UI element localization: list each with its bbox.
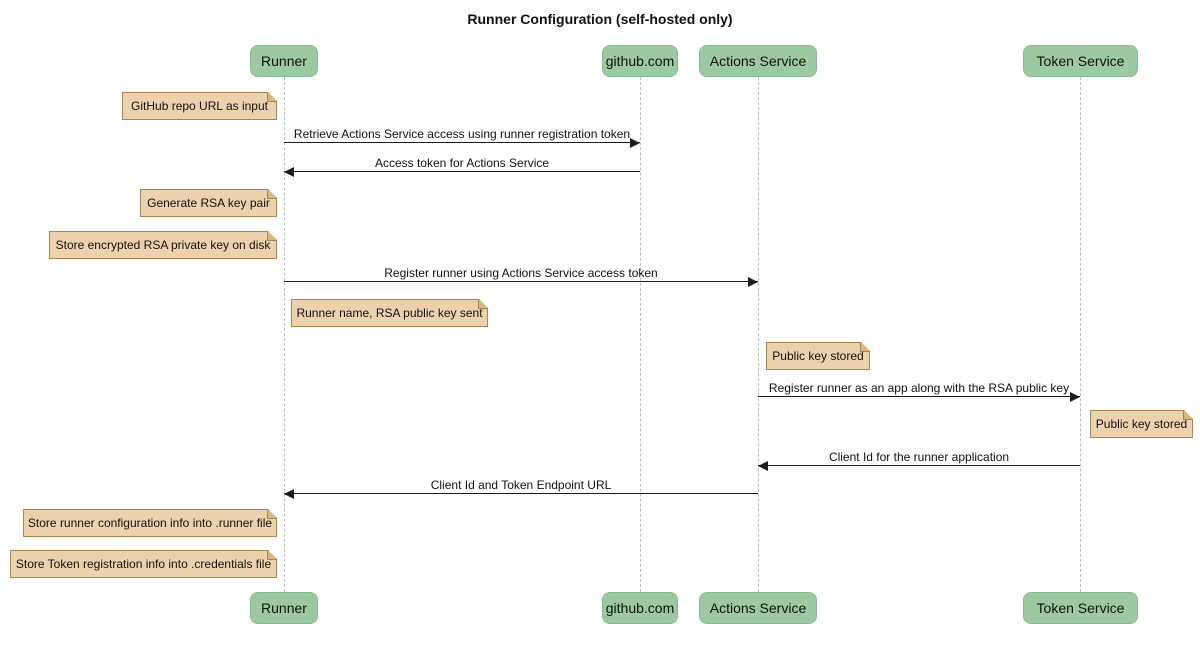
lifeline-runner [284,77,285,592]
message-line [284,281,758,282]
message-client-id: Client Id for the runner application [758,449,1080,471]
note-store-runner-file: Store runner configuration info into .ru… [23,509,277,537]
diagram-title: Runner Configuration (self-hosted only) [467,11,733,27]
message-line [284,493,758,494]
participant-actions-service-bottom: Actions Service [699,592,817,624]
message-line [284,142,640,143]
message-label: Access token for Actions Service [374,156,550,170]
lifeline-github [640,77,641,592]
participant-token-service-bottom: Token Service [1023,592,1138,624]
arrowhead-icon [1070,392,1080,402]
message-label: Retrieve Actions Service access using ru… [293,127,631,141]
message-line [284,171,640,172]
participant-github-top: github.com [602,45,678,77]
note-runner-name-sent: Runner name, RSA public key sent [291,299,488,327]
message-client-id-endpoint: Client Id and Token Endpoint URL [284,477,758,499]
arrowhead-icon [748,277,758,287]
message-register-runner: Register runner using Actions Service ac… [284,265,758,287]
message-label: Client Id and Token Endpoint URL [430,478,612,492]
note-store-private-key: Store encrypted RSA private key on disk [49,231,277,259]
participant-token-service-top: Token Service [1023,45,1138,77]
arrowhead-icon [758,461,768,471]
message-retrieve-access: Retrieve Actions Service access using ru… [284,126,640,148]
lifeline-actions-service [758,77,759,592]
message-line [758,396,1080,397]
note-public-key-stored-token: Public key stored [1090,410,1193,438]
note-github-repo-url: GitHub repo URL as input [122,92,277,120]
message-line [758,465,1080,466]
lifeline-token-service [1080,77,1081,592]
arrowhead-icon [284,489,294,499]
participant-runner-top: Runner [250,45,318,77]
message-label: Register runner as an app along with the… [768,381,1070,395]
note-store-credentials-file: Store Token registration info into .cred… [10,550,277,578]
note-generate-rsa: Generate RSA key pair [140,189,277,217]
note-public-key-stored-actions: Public key stored [766,342,870,370]
arrowhead-icon [284,167,294,177]
message-label: Client Id for the runner application [828,450,1010,464]
arrowhead-icon [630,138,640,148]
message-label: Register runner using Actions Service ac… [384,266,658,280]
message-access-token: Access token for Actions Service [284,155,640,177]
participant-runner-bottom: Runner [250,592,318,624]
participant-actions-service-top: Actions Service [699,45,817,77]
message-register-app: Register runner as an app along with the… [758,380,1080,402]
participant-github-bottom: github.com [602,592,678,624]
